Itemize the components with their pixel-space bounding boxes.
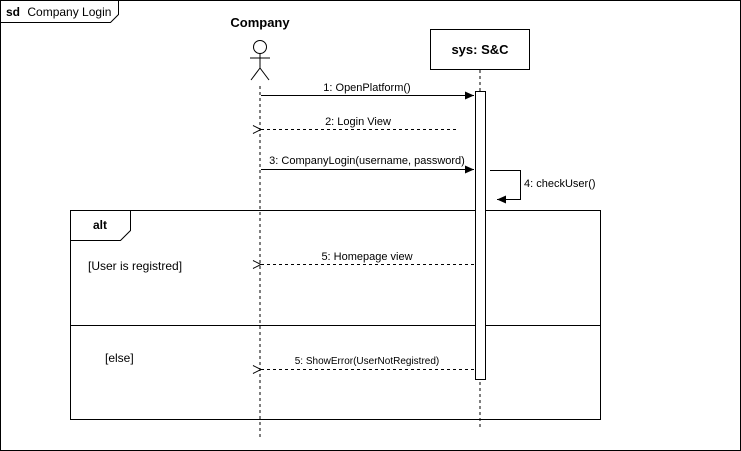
message-4-label: 4: checkUser() (524, 178, 596, 190)
alt-operator-label: alt (93, 218, 107, 232)
message-4-arrow (490, 170, 521, 204)
message-5-label: 5: Homepage view (321, 251, 412, 263)
alt-fragment-tab (70, 210, 131, 241)
message-2-label: 2: Login View (325, 116, 391, 128)
system-activation-bar (475, 91, 486, 380)
alt-fragment (70, 210, 601, 420)
message-3-label: 3: CompanyLogin(username, password) (269, 155, 465, 167)
frame-title: sd Company Login (6, 5, 111, 19)
frame-name: Company Login (27, 5, 111, 19)
actor-stick-figure-icon (250, 40, 270, 81)
actor-name: Company (230, 15, 290, 30)
frame-title-tab (0, 0, 119, 23)
message-6-label: 5: ShowError(UserNotRegistred) (295, 356, 440, 367)
frame-keyword: sd (6, 5, 20, 19)
guard-registered: [User is registred] (88, 259, 182, 273)
system-lifeline-head (430, 29, 530, 70)
guard-else: [else] (105, 351, 134, 365)
system-name: sys: S&C (451, 42, 509, 57)
message-1-label: 1: OpenPlatform() (323, 82, 410, 94)
